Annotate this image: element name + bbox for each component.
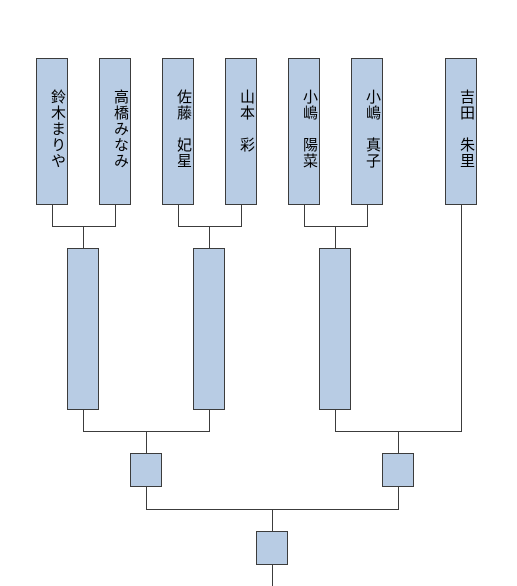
player-name: 吉田 朱里 bbox=[458, 89, 476, 169]
bracket-line bbox=[178, 204, 179, 226]
player-name: 鈴木まりや bbox=[49, 89, 67, 169]
bracket-line bbox=[178, 226, 242, 227]
bracket-line bbox=[335, 409, 336, 431]
round2-slot bbox=[193, 248, 225, 410]
player-box: 高橋みなみ bbox=[99, 58, 131, 205]
bracket-line bbox=[209, 226, 210, 248]
player-box: 小嶋 真子 bbox=[351, 58, 383, 205]
bracket-line bbox=[52, 226, 116, 227]
player-name: 小嶋 陽菜 bbox=[301, 89, 319, 169]
bracket-line bbox=[83, 226, 84, 248]
bracket-line bbox=[146, 487, 147, 509]
bracket-line bbox=[272, 509, 273, 531]
bracket-line bbox=[367, 204, 368, 226]
round2-slot bbox=[319, 248, 351, 410]
bracket-line bbox=[398, 431, 399, 453]
semifinal-slot bbox=[382, 453, 414, 487]
player-box: 小嶋 陽菜 bbox=[288, 58, 320, 205]
semifinal-slot bbox=[130, 453, 162, 487]
player-box: 佐藤 妃星 bbox=[162, 58, 194, 205]
bracket-line bbox=[335, 226, 336, 248]
player-box: 鈴木まりや bbox=[36, 58, 68, 205]
bracket-line bbox=[241, 204, 242, 226]
bracket-line bbox=[115, 204, 116, 226]
bracket-line bbox=[304, 226, 368, 227]
final-slot bbox=[256, 531, 288, 565]
player-name: 山本 彩 bbox=[238, 89, 256, 153]
bracket-line bbox=[83, 409, 84, 431]
player-name: 高橋みなみ bbox=[112, 89, 130, 169]
bracket-line bbox=[52, 204, 53, 226]
round2-slot bbox=[67, 248, 99, 410]
player-name: 佐藤 妃星 bbox=[175, 89, 193, 169]
player-box: 吉田 朱里 bbox=[445, 58, 477, 205]
bracket-line bbox=[209, 409, 210, 431]
bracket-line bbox=[461, 204, 462, 431]
bracket-line bbox=[146, 431, 147, 453]
bracket-line bbox=[398, 487, 399, 509]
player-name: 小嶋 真子 bbox=[364, 89, 382, 169]
player-box: 山本 彩 bbox=[225, 58, 257, 205]
bracket-line bbox=[304, 204, 305, 226]
bracket-line bbox=[272, 565, 273, 586]
